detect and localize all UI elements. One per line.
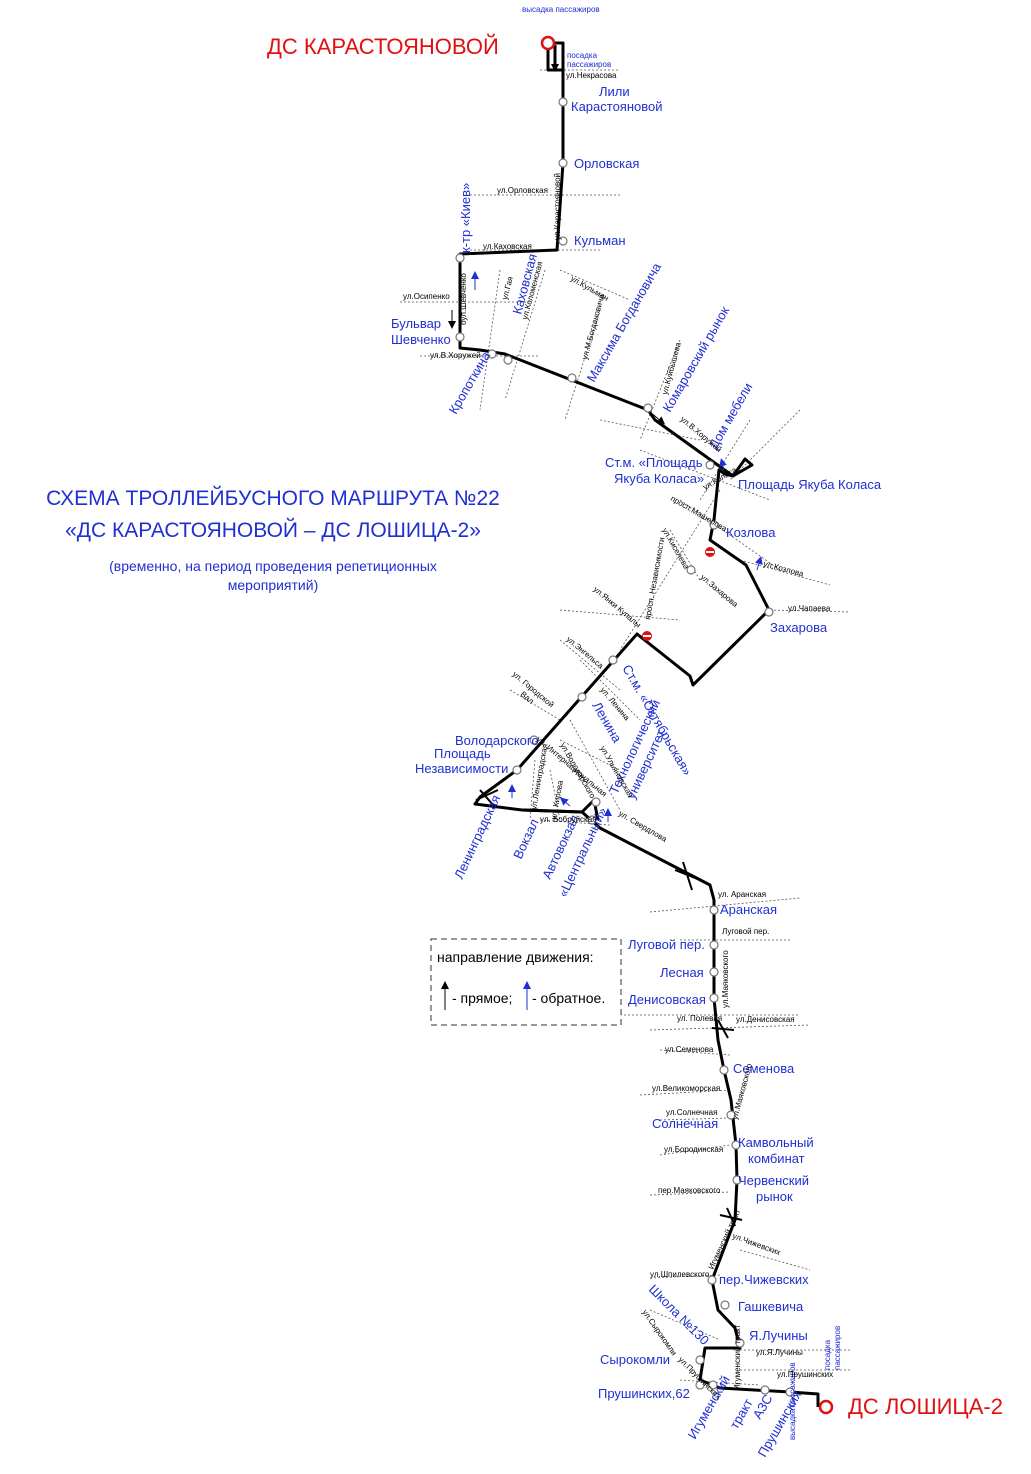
- stop-orlovskaya: Орловская: [574, 156, 639, 171]
- stop-kolasa-square: Площадь Якуба Коласа: [738, 477, 882, 492]
- stop-lugovoy: Луговой пер.: [628, 937, 705, 952]
- terminal-end-icon: [818, 1399, 834, 1415]
- stop-chervensky-2: рынок: [756, 1189, 793, 1204]
- street-prushinskih-2: ул.Прушинских: [777, 1370, 833, 1379]
- terminal-start-label: ДС КАРАСТОЯНОВОЙ: [267, 34, 499, 59]
- street-kahovskaya: ул.Каховская: [483, 242, 532, 251]
- street-per-maykovskogo: пер.Маяковского: [658, 1186, 721, 1195]
- stop-volodarskogo: Володарского: [455, 733, 539, 748]
- stop-kulman: Кульман: [574, 233, 626, 248]
- street-denisovskaya: ул.Денисовская: [736, 1015, 795, 1024]
- stop-gashkevicha: Гашкевича: [738, 1299, 804, 1314]
- stop-lili-2: Карастояновой: [571, 99, 663, 114]
- stop-luchiny: Я.Лучины: [749, 1328, 808, 1343]
- railway-crossings: [475, 789, 743, 1227]
- no-entry-signs: [642, 547, 715, 641]
- street-orlovskaya: ул.Орловская: [497, 186, 548, 195]
- street-volodarskogo: ул.Володарского: [558, 742, 597, 801]
- street-chapaeva: ул.Чапаева: [788, 604, 831, 613]
- map-note-line1: (временно, на период проведения репетици…: [109, 558, 437, 574]
- street-gorodskoy-val-1: ул. Городской: [511, 670, 556, 710]
- stop-chizhevskih: пер.Чижевских: [719, 1272, 809, 1287]
- pickup-note-2: пассажиров: [567, 60, 611, 69]
- stop-kiev: к-тр «Киев»: [458, 183, 473, 253]
- pickup-note-1: посадка: [567, 51, 598, 60]
- street-zaharova: ул.Захарова: [699, 573, 740, 610]
- street-luchiny: ул.Я.Лучины: [756, 1348, 803, 1357]
- street-lugovoy: Луговой пер.: [722, 927, 769, 936]
- legend-forward: - прямое;: [452, 990, 512, 1006]
- street-solnechnaya: ул.Солнечная: [666, 1108, 717, 1117]
- street-polevaya: ул. Полевая: [677, 1014, 722, 1023]
- street-karastoyanovoy: ул.Карастояновой: [553, 173, 562, 240]
- street-borodinskaya: ул.Бородинская: [664, 1145, 723, 1154]
- terminal-end-label: ДС ЛОШИЦА-2: [848, 1394, 1003, 1419]
- stop-azs-1: АЗС: [750, 1392, 776, 1422]
- street-kiseleva: ул.Киселева: [660, 527, 691, 572]
- stop-leningradskaya: Ленинградская: [451, 793, 503, 882]
- street-masherova: просп.Машерова: [669, 494, 729, 534]
- stop-aranskaya: Аранская: [720, 902, 777, 917]
- street-aranskaya: ул. Аранская: [718, 890, 766, 899]
- map-title-line1: СХЕМА ТРОЛЛЕЙБУСНОГО МАРШРУТА №22: [46, 486, 500, 510]
- street-nekrasova: ул.Некрасова: [566, 71, 617, 80]
- map-note-line2: мероприятий): [228, 577, 318, 593]
- stop-denisovskaya: Денисовская: [628, 992, 706, 1007]
- street-nezavisimosti: просп. Независимости: [643, 537, 666, 621]
- stop-kolasa-metro-2: Якуба Коласа»: [614, 471, 704, 486]
- direction-arrows: [448, 55, 763, 822]
- stop-chervensky-1: Червенский: [738, 1173, 809, 1188]
- stop-kozlova: Козлова: [726, 525, 776, 540]
- stop-shkola: Школа №130: [646, 1282, 712, 1348]
- street-sverdlova: ул. Свердлова: [617, 809, 669, 844]
- legend-title: направление движения:: [437, 949, 594, 965]
- stop-ploshchad-1: Площадь: [434, 746, 491, 761]
- legend-reverse: - обратное.: [532, 990, 605, 1006]
- street-shpilevskogo: ул.Шпилевского: [650, 1270, 710, 1279]
- street-bobruyskaya: ул. Бобруйская: [540, 815, 597, 824]
- street-maykovskogo: ул.Маяковского: [721, 950, 730, 1008]
- stop-vokzal: Вокзал: [510, 816, 542, 861]
- stop-lili-1: Лили: [599, 84, 630, 99]
- stop-kamvolny-1: Камвольный: [738, 1135, 814, 1150]
- stop-semenova: Семенова: [733, 1061, 795, 1076]
- dropoff-note-start: высадка пассажиров: [522, 5, 600, 14]
- stop-solnechnaya: Солнечная: [652, 1116, 718, 1131]
- pickup-note-end-1: посадка: [823, 1339, 832, 1370]
- stop-kolasa-metro-1: Ст.м. «Площадь: [605, 455, 703, 470]
- pickup-note-end-2: пассажиров: [833, 1326, 842, 1370]
- street-khoruzhey: ул.В.Хоружей: [430, 351, 481, 360]
- stop-shevchenko-2: Шевченко: [391, 332, 451, 347]
- stop-syrokomli: Сырокомли: [600, 1352, 670, 1367]
- street-kozlova: ул.Козлова: [762, 559, 805, 578]
- street-osipenko: ул.Осипенко: [403, 292, 450, 301]
- street-semenova: ул.Семенова: [665, 1045, 714, 1054]
- terminal-start-icon: [540, 35, 556, 51]
- street-igum-trakt-small: Игуменский тракт: [733, 1324, 742, 1390]
- stop-kamvolny-2: комбинат: [748, 1151, 805, 1166]
- stop-lesnaya: Лесная: [660, 965, 704, 980]
- street-engelsa: ул.Энгельса: [565, 635, 606, 671]
- stops-layer: [455, 97, 795, 1397]
- dropoff-note-end: высадка пассажиров: [788, 1362, 797, 1440]
- map-title-line2: «ДС КАРАСТОЯНОВОЙ – ДС ЛОШИЦА-2»: [65, 518, 481, 542]
- street-bul-shevchenko: бул.Шевченко: [459, 273, 468, 325]
- stop-prushinskih-62: Прушинских,62: [598, 1386, 690, 1401]
- stop-shevchenko-1: Бульвар: [391, 316, 441, 331]
- stop-ploshchad-2: Независимости: [415, 761, 508, 776]
- legend: направление движения: - прямое; - обратн…: [430, 938, 622, 1026]
- street-kupaly: ул.Янки Купалы: [592, 585, 643, 630]
- stop-zaharova: Захарова: [770, 620, 828, 635]
- street-velikomorskaya: ул.Великоморская: [652, 1084, 720, 1093]
- street-chizhevskih: ул.Чижевских: [731, 1231, 781, 1257]
